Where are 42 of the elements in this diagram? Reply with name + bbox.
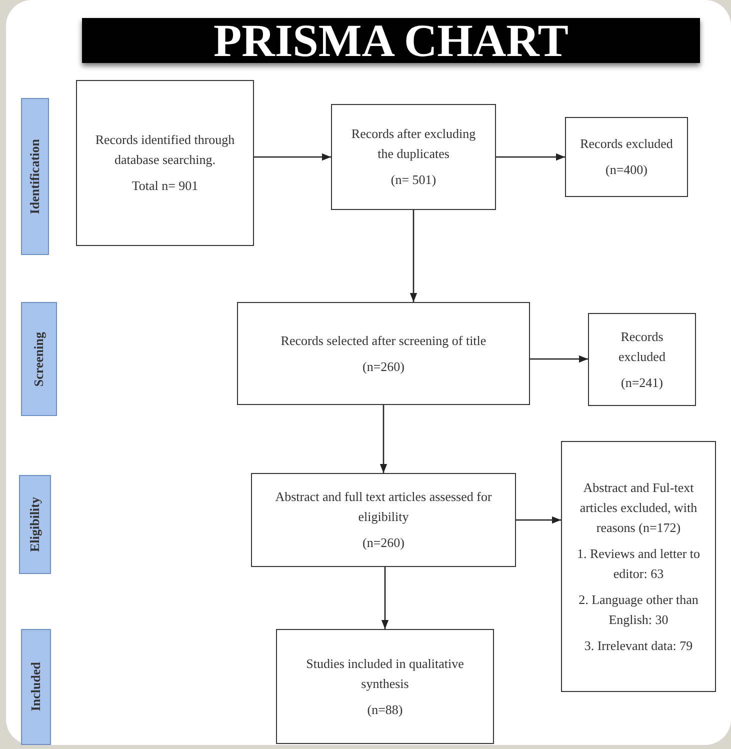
box-text: Studies included in qualitative synthesis bbox=[305, 654, 465, 693]
box-text: Records after excluding the duplicates bbox=[350, 125, 477, 163]
arrow bbox=[254, 153, 331, 161]
phase-label-bar bbox=[21, 98, 49, 255]
arrow bbox=[381, 567, 389, 629]
phase-label-bar bbox=[21, 302, 57, 416]
process-box bbox=[76, 80, 254, 246]
process-box bbox=[588, 313, 696, 406]
process-box bbox=[331, 104, 496, 210]
process-box bbox=[237, 302, 530, 405]
box-text: Records excluded bbox=[618, 328, 666, 366]
arrow bbox=[516, 516, 561, 524]
box-text: (n= 501) bbox=[390, 171, 436, 189]
box-text: Abstract and Ful-text articles excluded, with reasons (n=172) bbox=[578, 478, 698, 537]
phase-label: Eligibility bbox=[27, 497, 43, 552]
arrow bbox=[380, 405, 388, 473]
phase-label: Screening bbox=[31, 332, 47, 386]
title: PRISMA CHART bbox=[214, 18, 568, 63]
box-text: Records selected after screening of title bbox=[280, 332, 486, 350]
process-box bbox=[561, 441, 716, 692]
box-text: Abstract and full text articles assessed for eligibility bbox=[274, 488, 493, 526]
box-text: (n=260) bbox=[362, 534, 404, 552]
box-text: 2. Language other than English: 30 bbox=[578, 590, 700, 629]
process-box bbox=[565, 117, 688, 197]
phase-label: Included bbox=[28, 662, 44, 712]
box-text: Records identified through database searching. bbox=[94, 131, 236, 169]
box-text: 1. Reviews and letter to editor: 63 bbox=[576, 544, 701, 582]
box-text: Records excluded bbox=[580, 135, 673, 153]
phase-label-bar bbox=[21, 629, 51, 745]
process-box bbox=[251, 473, 516, 567]
phase-label-bar bbox=[19, 475, 51, 574]
box-text: (n=260) bbox=[362, 358, 404, 376]
arrow bbox=[410, 210, 418, 302]
arrow bbox=[530, 355, 588, 363]
arrow bbox=[496, 153, 565, 161]
box-text: (n=88) bbox=[367, 700, 403, 718]
box-text: (n=400) bbox=[606, 161, 648, 179]
box-text: Total n= 901 bbox=[132, 177, 198, 195]
box-text: 3. Irrelevant data: 79 bbox=[584, 636, 693, 654]
box-text: (n=241) bbox=[621, 374, 663, 392]
phase-label: Identification bbox=[27, 138, 43, 214]
process-box bbox=[276, 629, 494, 744]
